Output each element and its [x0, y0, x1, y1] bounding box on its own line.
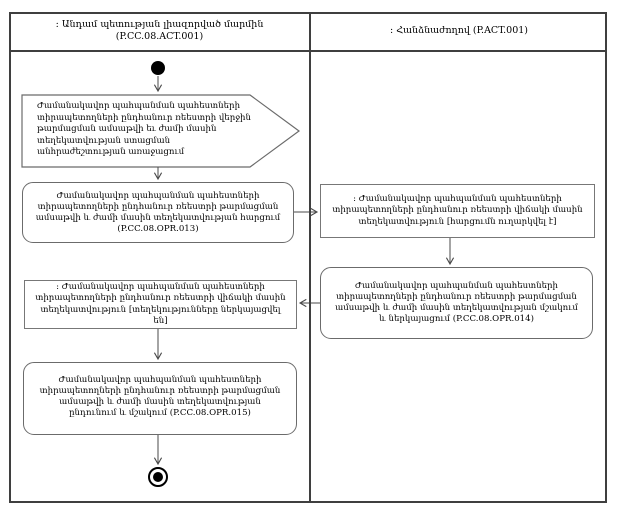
initial-node [151, 61, 165, 75]
swimlane-separator [309, 12, 311, 503]
final-node-dot [153, 472, 163, 482]
lane-title-commission: : Հանձնաժողով (P.ACT.001) [389, 25, 528, 36]
send-signal-node-label: Ժամանակավոր պահպանման պահեստների տիրապետ… [37, 101, 251, 158]
header-separator [9, 50, 607, 52]
diagram-frame [9, 12, 607, 503]
action-node-opr015: Ժամանակավոր պահպանման պահեստների տիրապետ… [23, 362, 297, 435]
action-node-opr014: Ժամանակավոր պահպանման պահեստների տիրապետ… [320, 267, 593, 339]
object-node-request-sent: : Ժամանակավոր պահպանման պահեստների տիրապ… [320, 184, 595, 238]
lane-title-member-state-body: : Անդամ պետության լիազորված մարմին (P.CC… [55, 19, 264, 42]
object-node-info-presented: : Ժամանակավոր պահպանման պահեստների տիրապ… [24, 280, 297, 329]
action-node-opr013: Ժամանակավոր պահպանման պահեստների տիրապետ… [22, 182, 294, 243]
final-node [148, 467, 168, 487]
